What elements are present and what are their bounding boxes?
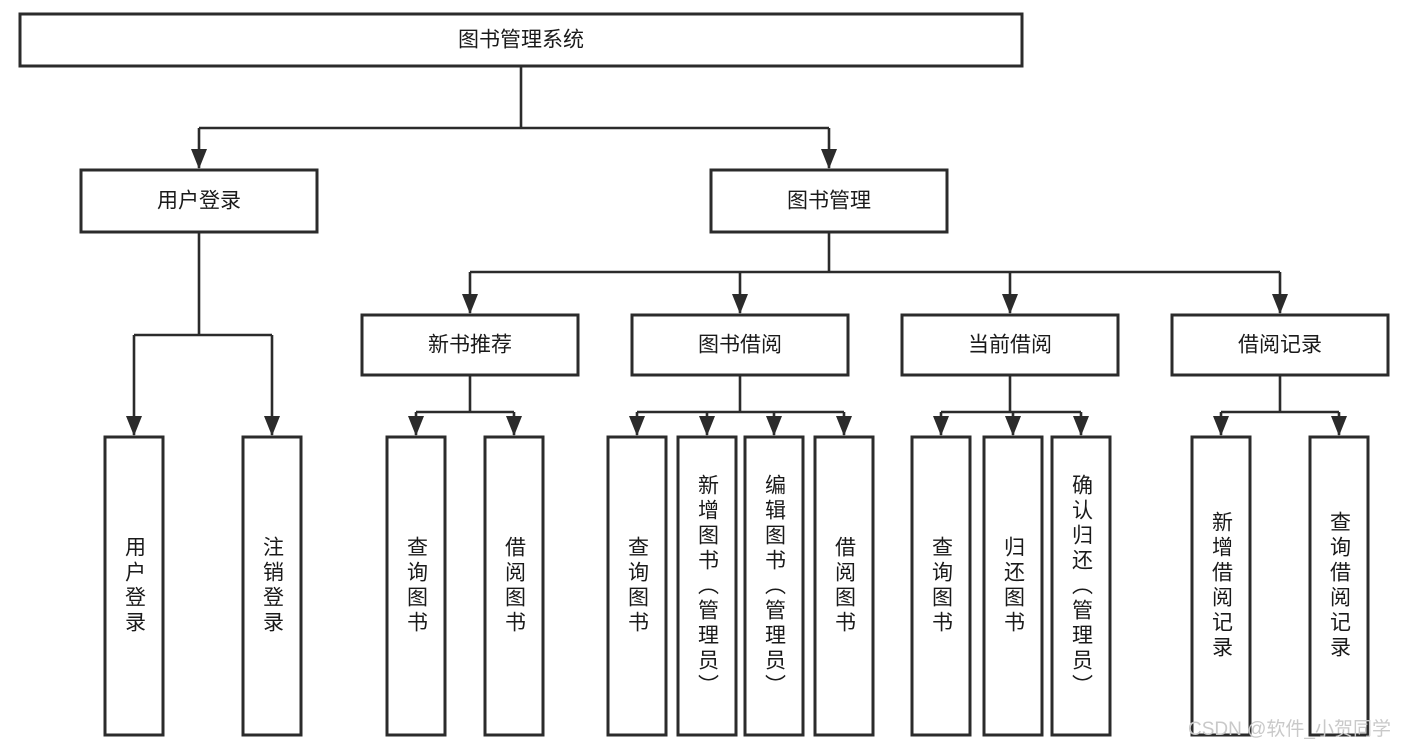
node-label-borrow-record: 借阅记录	[1238, 334, 1322, 357]
node-box-query-borrow-record[interactable]	[1308, 435, 1370, 737]
arrow-head-icon-to-edit-book-admin	[766, 416, 782, 436]
node-box-borrow-book-1[interactable]	[483, 435, 545, 737]
arrow-head-icon-to-borrow-book-2	[836, 416, 852, 436]
node-box-return-book[interactable]	[982, 435, 1044, 737]
arrow-head-icon-to-book-borrow	[732, 294, 748, 314]
node-label-add-book-admin: 新增图书（管理员）	[695, 473, 719, 699]
arrow-head-icon-to-confirm-return-admin	[1073, 416, 1089, 436]
node-label-book-management: 图书管理	[787, 190, 871, 213]
node-box-book-management[interactable]	[709, 168, 949, 234]
csdn-watermark: CSDN @软件_小贺同学	[1188, 719, 1391, 740]
arrow-head-icon-to-book-management	[821, 149, 837, 169]
arrow-head-icon-to-user-logout-leaf	[264, 416, 280, 436]
node-box-borrow-record[interactable]	[1170, 313, 1390, 377]
node-box-add-book-admin[interactable]	[676, 435, 738, 737]
arrow-head-icon-to-query-book-2	[629, 416, 645, 436]
node-box-user-login[interactable]	[79, 168, 319, 234]
node-label-user-login-leaf: 用户登录	[122, 536, 146, 636]
node-label-add-borrow-record: 新增借阅记录	[1209, 511, 1233, 661]
node-box-query-book-2[interactable]	[606, 435, 668, 737]
arrow-head-icon-to-borrow-record	[1272, 294, 1288, 314]
node-box-user-logout-leaf[interactable]	[241, 435, 303, 737]
node-label-query-book-2: 查询图书	[625, 536, 649, 636]
node-label-query-book-1: 查询图书	[404, 536, 428, 636]
node-box-borrow-book-2[interactable]	[813, 435, 875, 737]
node-label-borrow-book-1: 借阅图书	[502, 536, 526, 636]
arrow-head-icon-to-current-borrow	[1002, 294, 1018, 314]
arrow-head-icon-to-return-book	[1005, 416, 1021, 436]
arrow-head-icon-to-add-borrow-record	[1213, 416, 1229, 436]
arrow-head-icon-to-new-book-recommend	[462, 294, 478, 314]
node-box-current-borrow[interactable]	[900, 313, 1120, 377]
node-box-add-borrow-record[interactable]	[1190, 435, 1252, 737]
arrow-head-icon-to-query-borrow-record	[1331, 416, 1347, 436]
node-label-return-book: 归还图书	[1001, 536, 1025, 636]
node-box-new-book-recommend[interactable]	[360, 313, 580, 377]
node-label-new-book-recommend: 新书推荐	[428, 334, 512, 357]
node-box-edit-book-admin[interactable]	[743, 435, 805, 737]
arrow-head-icon-to-borrow-book-1	[506, 416, 522, 436]
node-label-user-logout-leaf: 注销登录	[260, 536, 284, 636]
node-label-confirm-return-admin: 确认归还（管理员）	[1069, 473, 1093, 699]
arrow-head-icon-to-add-book-admin	[699, 416, 715, 436]
node-box-confirm-return-admin[interactable]	[1050, 435, 1112, 737]
node-label-user-login: 用户登录	[157, 190, 241, 213]
node-label-borrow-book-2: 借阅图书	[832, 536, 856, 636]
node-box-query-book-3[interactable]	[910, 435, 972, 737]
node-label-current-borrow: 当前借阅	[968, 334, 1052, 357]
node-box-query-book-1[interactable]	[385, 435, 447, 737]
node-boxes	[18, 12, 1390, 737]
node-label-edit-book-admin: 编辑图书（管理员）	[762, 473, 786, 699]
arrow-head-icon-to-user-login	[191, 149, 207, 169]
connector-lines	[126, 66, 1347, 436]
node-box-user-login-leaf[interactable]	[103, 435, 165, 737]
arrow-head-icon-to-query-book-3	[933, 416, 949, 436]
node-label-query-borrow-record: 查询借阅记录	[1327, 511, 1351, 661]
node-box-root[interactable]	[18, 12, 1024, 68]
node-box-book-borrow[interactable]	[630, 313, 850, 377]
arrow-head-icon-to-query-book-1	[408, 416, 424, 436]
node-label-root: 图书管理系统	[458, 29, 584, 52]
node-label-query-book-3: 查询图书	[929, 536, 953, 636]
node-label-book-borrow: 图书借阅	[698, 334, 782, 357]
arrow-head-icon-to-user-login-leaf	[126, 416, 142, 436]
